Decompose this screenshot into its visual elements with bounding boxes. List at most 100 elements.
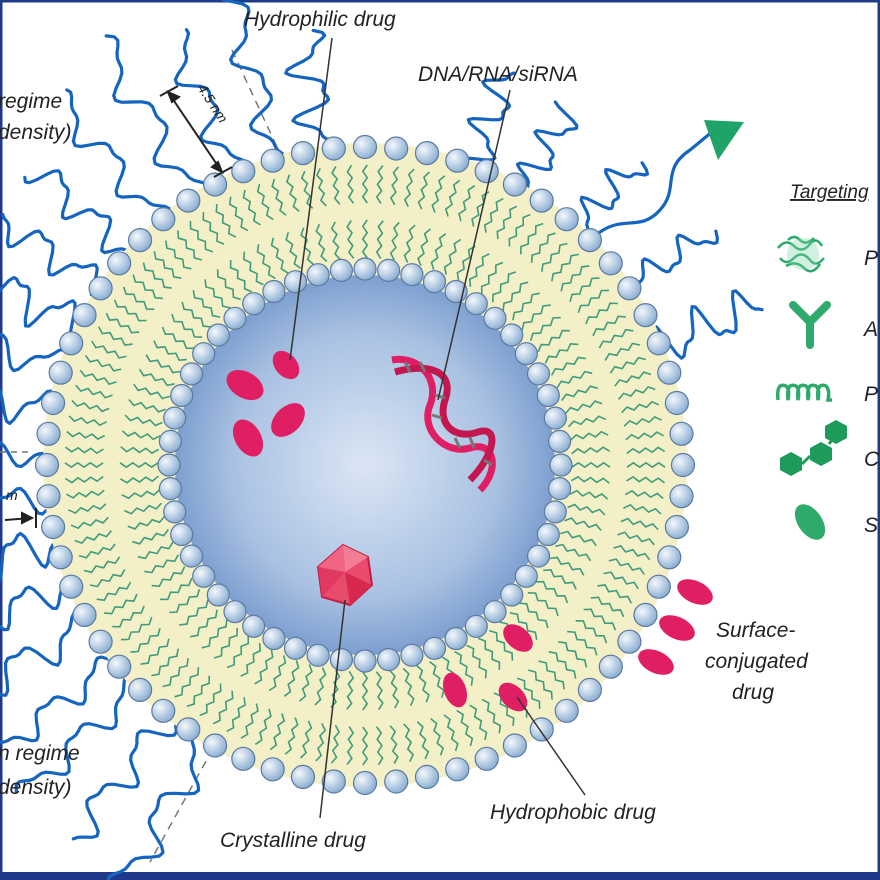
lipid-tail: [314, 667, 327, 706]
lipid-head: [40, 390, 66, 416]
lipid-tail: [361, 726, 369, 766]
lipid-tail: [375, 671, 384, 711]
lipid-tail: [466, 644, 488, 679]
lipid-head: [321, 769, 346, 794]
surface-drug-molecule: [638, 649, 674, 675]
peg-chain: [0, 655, 110, 744]
lipid-head: [290, 764, 316, 790]
lipid-head: [107, 654, 132, 679]
surface-conjugated-drug-molecules: [638, 579, 713, 675]
lipid-tail: [169, 589, 201, 614]
peg-chain: [515, 100, 579, 189]
lipid-tail: [530, 232, 556, 263]
lipid-head: [543, 406, 567, 430]
lipid-tail: [121, 430, 161, 441]
lipid-head: [384, 769, 409, 794]
surface-drug-label-line2: conjugated: [705, 650, 809, 673]
lipid-head: [151, 207, 176, 232]
lipid-tail: [626, 475, 665, 484]
lipid-head: [464, 614, 488, 638]
lipid-head: [377, 258, 401, 282]
lipid-tail: [519, 602, 549, 629]
lipid-tail: [79, 369, 117, 386]
lipid-tail: [471, 191, 490, 227]
lipid-head: [329, 258, 353, 282]
lipid-head: [526, 362, 551, 386]
figure-bottom-bar: [0, 872, 880, 880]
lipid-head: [598, 654, 623, 679]
lipid-heads: [34, 134, 696, 796]
lipid-head: [502, 172, 528, 197]
lipid-tail: [271, 178, 287, 216]
lipid-tail: [458, 185, 476, 222]
surface-drug-molecule: [659, 615, 695, 641]
hydrophilic-drug-molecule: [271, 403, 305, 437]
lipid-tail: [331, 166, 341, 205]
lipid-tail: [151, 648, 179, 677]
lipid-head: [242, 292, 266, 316]
lipid-head: [179, 362, 204, 386]
lipid-tail: [346, 726, 355, 765]
lipid-tail: [416, 721, 430, 760]
lipid-tail: [431, 175, 446, 213]
lipid-tail: [575, 620, 608, 644]
lipid-head: [502, 733, 528, 758]
lipid-tail: [480, 261, 504, 295]
lipid-tail: [121, 489, 161, 500]
lipid-tail: [564, 400, 603, 415]
lipid-tail: [242, 251, 264, 286]
lipid-tail: [96, 581, 132, 602]
lipid-tail: [597, 584, 633, 604]
peg-chain: [71, 724, 178, 841]
lipid-head: [352, 134, 378, 160]
lipid-tail: [142, 262, 172, 289]
peg-chain: [654, 289, 764, 360]
lipid-tail: [71, 399, 110, 413]
lipid-tail: [544, 342, 579, 364]
peg-chain: [23, 169, 127, 255]
lipid-tail: [443, 714, 459, 752]
lipid-head: [283, 636, 308, 660]
lipid-head: [170, 383, 194, 408]
lipid-head: [377, 647, 401, 672]
lipid-head: [617, 276, 642, 301]
lipid-head: [646, 331, 671, 356]
lipid-head: [170, 522, 194, 547]
lipid-head: [664, 514, 690, 540]
lipid-head: [192, 564, 216, 588]
lipid-tail: [130, 627, 161, 653]
peg-chain: [104, 34, 209, 186]
legend-label-small-molecule: S: [864, 514, 878, 537]
peg-chain: [0, 333, 66, 373]
lipid-tail: [153, 251, 182, 279]
lipid-tail: [592, 315, 626, 337]
thickness-arrow-top: [159, 85, 233, 178]
regime-top-label-line2: density): [0, 121, 72, 144]
lipid-head: [192, 342, 216, 366]
lipid-tail: [469, 704, 488, 741]
lipid-head: [669, 421, 694, 446]
lipid-tail: [623, 503, 662, 515]
lipid-tail: [284, 717, 299, 755]
lipid-head: [176, 717, 201, 742]
lipid-tail: [481, 698, 502, 734]
lipid-tail: [538, 660, 565, 690]
lipid-tail: [226, 697, 246, 733]
lipid-head: [72, 602, 97, 628]
lipid-tail: [65, 446, 104, 455]
lipid-tail: [75, 384, 113, 399]
lipid-tail: [85, 354, 122, 372]
lipid-tail: [299, 720, 313, 759]
lipid-tail: [430, 233, 447, 270]
lipid-tail: [192, 290, 221, 318]
antibody-icon: [789, 301, 831, 349]
legend-label-antibody: A: [862, 318, 878, 341]
lipid-tail: [403, 224, 416, 263]
lipid-head: [483, 600, 507, 624]
lipid-tail: [561, 385, 598, 401]
lipid-tail: [174, 667, 200, 698]
lipid-head: [36, 421, 61, 446]
lipid-head: [617, 629, 642, 654]
lipid-tail: [560, 265, 590, 292]
lipid-head: [633, 602, 658, 628]
